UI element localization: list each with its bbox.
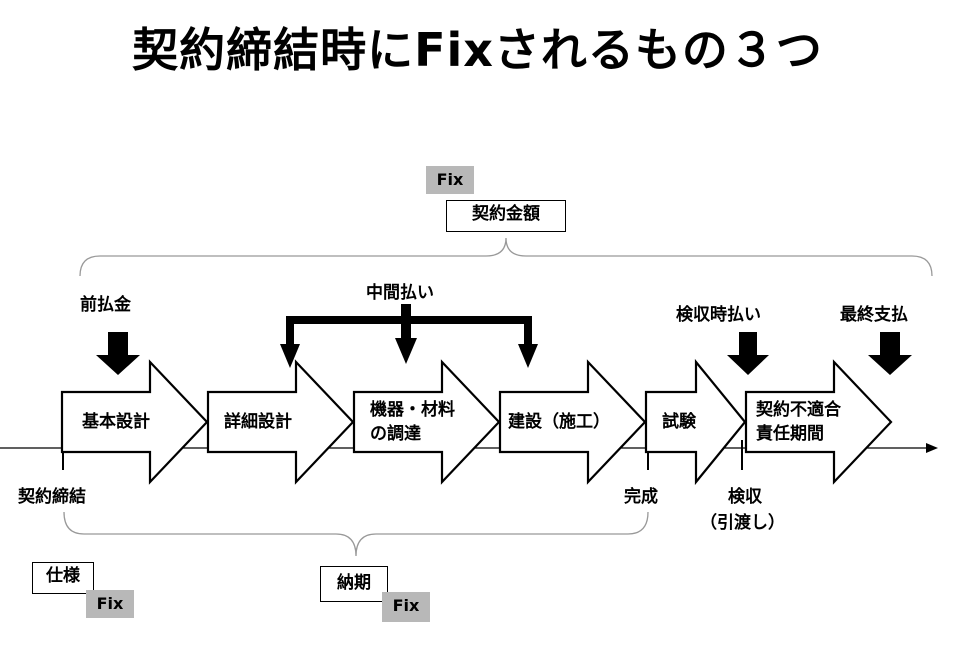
completion-milestone-label: 完成 — [624, 487, 658, 507]
advance-payment-arrow — [96, 332, 140, 375]
delivery-brace — [63, 511, 649, 557]
phase-label-basic-design: 基本設計 — [82, 412, 150, 432]
delivery-date-box: 納期 — [320, 566, 388, 602]
contract-amount-box: 契約金額 — [446, 200, 566, 232]
phase-label-test: 試験 — [662, 412, 696, 432]
specification-box: 仕様 — [32, 562, 94, 594]
contract-amount-brace — [79, 237, 933, 277]
acceptance-milestone-label-2: （引渡し） — [700, 513, 785, 533]
acceptance-milestone-label-1: 検収 — [728, 487, 762, 507]
phase-label-warranty-2: 責任期間 — [756, 424, 824, 444]
acceptance-payment-label: 検収時払い — [676, 305, 761, 325]
contract-amount-fix-tag: Fix — [426, 166, 474, 194]
phase-arrow-construction — [498, 359, 647, 485]
delivery-date-fix-tag: Fix — [382, 592, 430, 622]
specification-fix-tag: Fix — [86, 590, 134, 618]
interim-arrowhead-left — [280, 344, 300, 368]
interim-payment-label: 中間払い — [366, 283, 434, 303]
advance-payment-label: 前払金 — [80, 295, 131, 315]
phase-label-warranty-1: 契約不適合 — [756, 400, 841, 420]
phase-label-procurement-1: 機器・材料 — [370, 400, 455, 420]
final-payment-label: 最終支払 — [840, 305, 908, 325]
final-payment-arrow — [868, 332, 912, 375]
phase-arrow-procurement — [352, 359, 501, 485]
phase-label-construction: 建設（施工） — [508, 412, 610, 432]
timeline-arrowhead — [926, 443, 938, 453]
phase-label-detailed-design: 詳細設計 — [224, 412, 292, 432]
phase-label-procurement-2: の調達 — [370, 424, 421, 444]
interim-arrowhead-center — [395, 338, 417, 364]
interim-arrowhead-right — [518, 344, 538, 368]
acceptance-payment-arrow — [727, 332, 769, 375]
phase-arrow-test — [644, 358, 747, 486]
phase-arrow-detailed-design — [206, 359, 355, 485]
phase-arrow-basic-design — [60, 359, 209, 485]
contract-milestone-label: 契約締結 — [18, 487, 86, 507]
page-title: 契約締結時にFixされるもの３つ — [132, 23, 823, 77]
phase-arrow-warranty — [744, 359, 893, 485]
